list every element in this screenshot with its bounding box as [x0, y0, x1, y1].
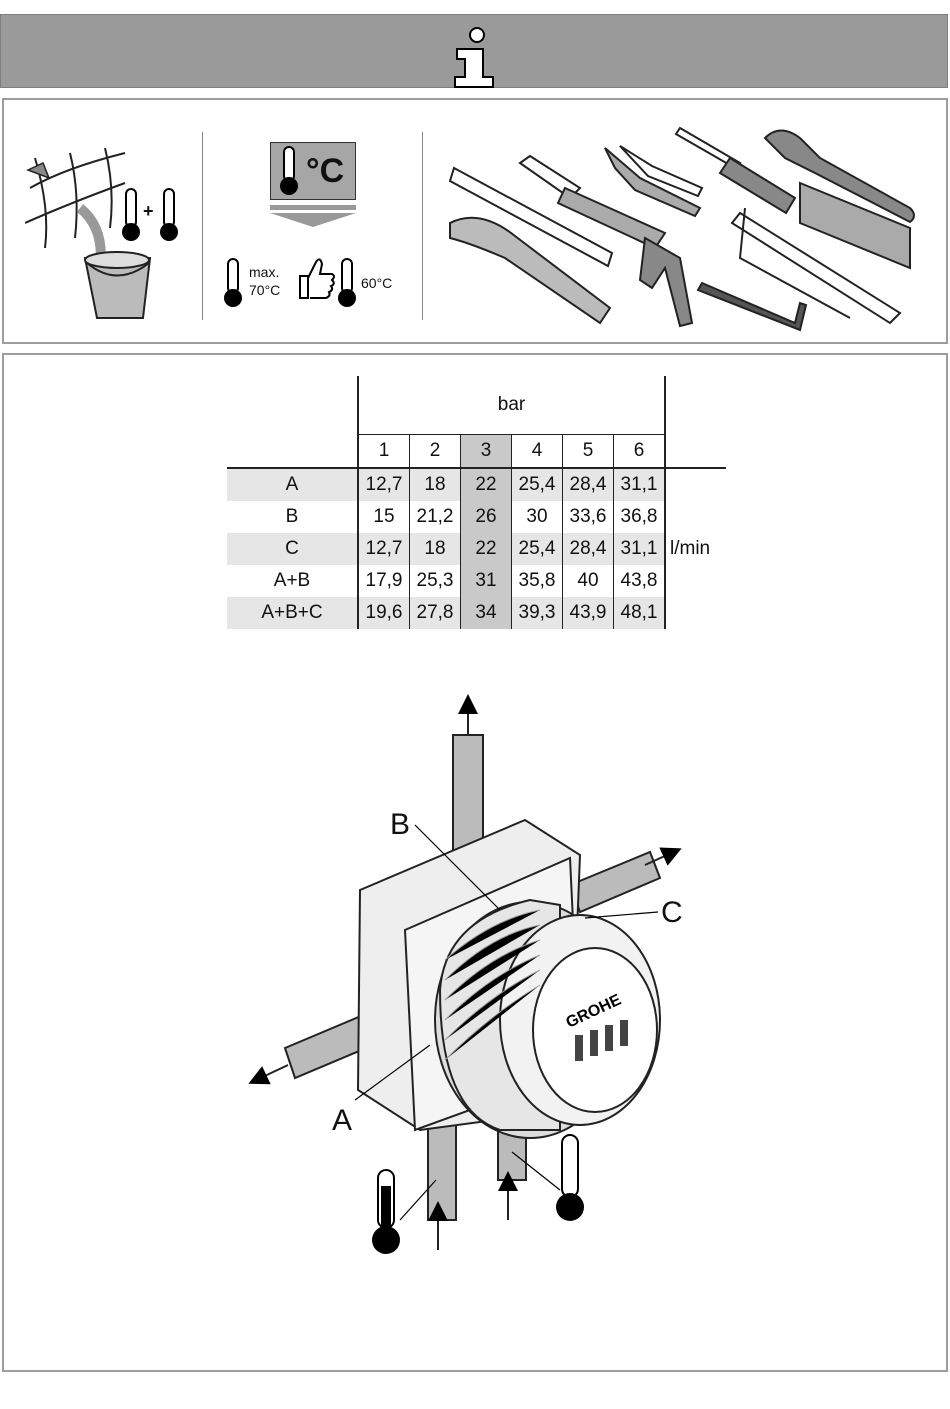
flow-value: 28,4 [563, 533, 614, 565]
flow-unit: l/min [665, 533, 726, 565]
flow-value: 30 [512, 501, 563, 533]
outlet-label: A+B [227, 565, 358, 597]
flow-value: 12,7 [358, 468, 410, 501]
pressure-value: 3 [461, 435, 512, 469]
outlet-label: B [227, 501, 358, 533]
info-icon [447, 27, 503, 89]
max-value: 70°C [249, 283, 280, 298]
table-row: C 12,7 18 22 25,4 28,4 31,1 l/min [227, 533, 726, 565]
tools-icon [440, 118, 920, 333]
outlet-b-label: B [390, 808, 410, 842]
table-row: A+B+C 19,6 27,8 34 39,3 43,9 48,1 [227, 597, 726, 629]
thermometer-icon [278, 146, 300, 196]
table-row: A 12,7 18 22 25,4 28,4 31,1 [227, 468, 726, 501]
flow-value: 28,4 [563, 468, 614, 501]
thermometer-icon [120, 188, 142, 242]
thumbs-up-icon [296, 254, 338, 302]
flow-value: 43,9 [563, 597, 614, 629]
flow-value: 25,4 [512, 468, 563, 501]
temp-unit: °C [306, 152, 344, 191]
pressure-value: 5 [563, 435, 614, 469]
max-label: max. [249, 265, 279, 280]
flow-value: 40 [563, 565, 614, 597]
flow-value: 34 [461, 597, 512, 629]
pressure-unit: bar [358, 376, 665, 435]
flow-value: 15 [358, 501, 410, 533]
divider [202, 132, 203, 320]
outlet-a-label: A [332, 1104, 352, 1138]
flow-rate-table: bar 1 2 3 4 5 6 A 12,7 18 22 25,4 28,4 3… [227, 376, 726, 629]
pressure-value: 1 [358, 435, 410, 469]
thermometer-icon [158, 188, 180, 242]
flow-value: 18 [410, 533, 461, 565]
outlet-label: C [227, 533, 358, 565]
flow-value: 27,8 [410, 597, 461, 629]
flow-value: 26 [461, 501, 512, 533]
plus-sign: + [143, 204, 154, 219]
table-header-row: bar [227, 376, 726, 435]
recommended-temp: 60°C [361, 276, 392, 291]
table-row: A+B 17,9 25,3 31 35,8 40 43,8 [227, 565, 726, 597]
flow-value: 18 [410, 468, 461, 501]
thermometer-cold-icon [556, 1135, 584, 1221]
flow-value: 48,1 [614, 597, 666, 629]
flow-value: 22 [461, 533, 512, 565]
flow-value: 25,4 [512, 533, 563, 565]
info-header [0, 14, 948, 88]
pressure-value: 4 [512, 435, 563, 469]
divider [422, 132, 423, 320]
flow-value: 17,9 [358, 565, 410, 597]
pressure-value: 6 [614, 435, 666, 469]
outlet-label: A+B+C [227, 597, 358, 629]
table-row: B 15 21,2 26 30 33,6 36,8 [227, 501, 726, 533]
flow-value: 33,6 [563, 501, 614, 533]
outlet-label: A [227, 468, 358, 501]
flow-value: 25,3 [410, 565, 461, 597]
flow-value: 31,1 [614, 468, 666, 501]
flow-value: 36,8 [614, 501, 666, 533]
flow-value: 43,8 [614, 565, 666, 597]
arrow-down-icon [270, 205, 356, 227]
flow-value: 21,2 [410, 501, 461, 533]
thermometer-icon [222, 258, 244, 308]
flow-value: 19,6 [358, 597, 410, 629]
pressure-value: 2 [410, 435, 461, 469]
flow-value: 39,3 [512, 597, 563, 629]
outlet-c-label: C [661, 896, 683, 930]
thermometer-hot-icon [372, 1170, 400, 1254]
flow-value: 22 [461, 468, 512, 501]
valve-body-illustration: GROHE [240, 690, 700, 1270]
flow-value: 31,1 [614, 533, 666, 565]
thermometer-icon [336, 258, 358, 308]
flow-value: 35,8 [512, 565, 563, 597]
flow-value: 31 [461, 565, 512, 597]
flow-value: 12,7 [358, 533, 410, 565]
